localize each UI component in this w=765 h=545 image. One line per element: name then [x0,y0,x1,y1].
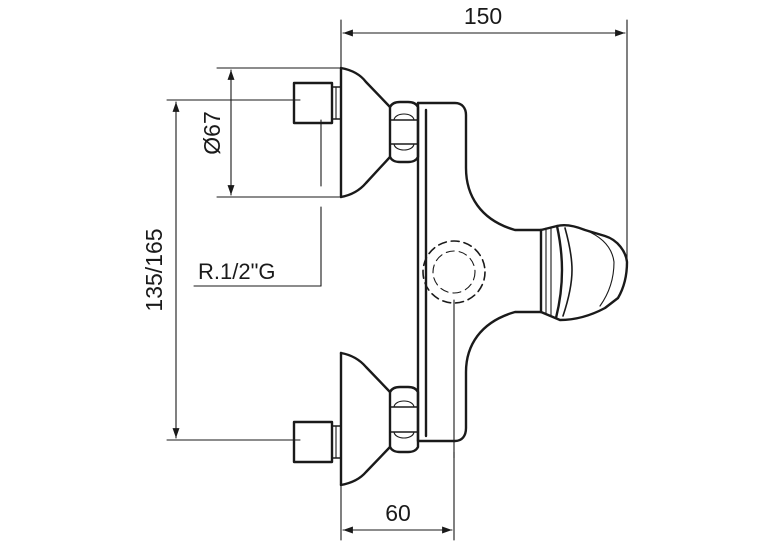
dimension-center-distance: 135/165 [141,99,301,441]
thread-label: R.1/2"G [198,259,276,284]
lower-hex-nut [388,385,420,454]
thread-callout: R.1/2"G [193,119,322,287]
outlet-circle [422,240,486,459]
dimension-rosette-diameter: Ø67 [199,67,341,198]
upper-inlet-connector [292,81,342,125]
center-distance-label: 135/165 [141,228,167,311]
mixer-body [416,101,543,443]
body-depth-label: 60 [385,500,411,526]
upper-hex-nut [388,100,420,164]
lower-rosette [339,351,392,487]
lever-handle [539,224,629,322]
rosette-diameter-label: Ø67 [199,111,225,154]
upper-rosette [339,66,392,199]
overall-width-label: 150 [464,3,502,29]
lower-inlet-connector [292,420,342,464]
dimension-body-depth: 60 [340,451,455,541]
dimension-overall-width: 150 [340,3,628,259]
